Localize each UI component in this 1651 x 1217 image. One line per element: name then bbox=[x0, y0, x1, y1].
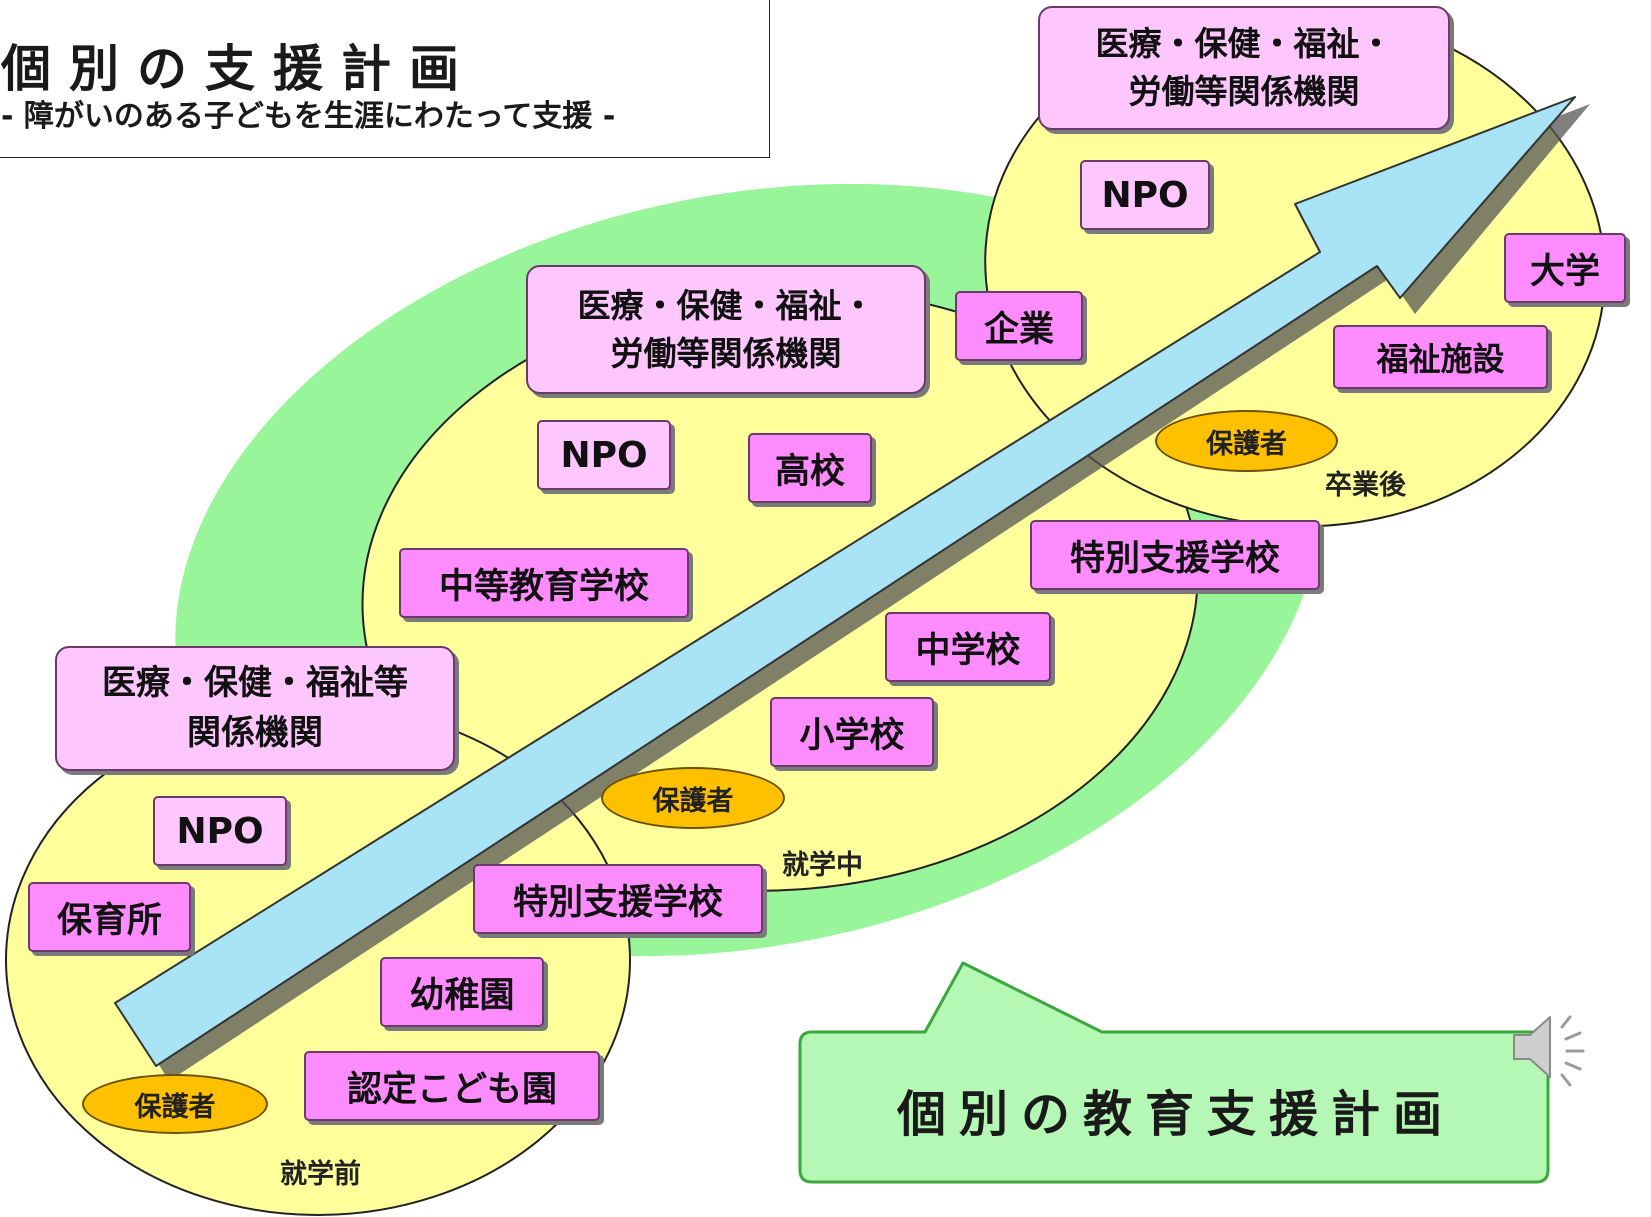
plan-callout bbox=[798, 961, 1550, 1184]
graduate-npo-box: NPO bbox=[1080, 160, 1210, 230]
preschool-special-school-box: 特別支援学校 bbox=[473, 864, 763, 934]
school-npo-box: NPO bbox=[537, 420, 671, 490]
junior-high-box: 中学校 bbox=[885, 612, 1051, 682]
progress-arrow bbox=[114, 96, 1576, 1067]
high-school-box: 高校 bbox=[748, 433, 872, 503]
graduate-org-line1: 医療・保健・福祉・ bbox=[1095, 24, 1393, 64]
preschool-org-line1: 医療・保健・福祉等 bbox=[102, 663, 408, 704]
speaker-icon[interactable] bbox=[1510, 1005, 1592, 1089]
graduate-org-line2: 労働等関係機関 bbox=[1128, 72, 1360, 111]
school-org-line1: 医療・保健・福祉・ bbox=[577, 285, 875, 325]
secondary-school-box: 中等教育学校 bbox=[399, 548, 689, 618]
preschool-guardian-ellipse: 保護者 bbox=[82, 1074, 268, 1134]
kindergarten-box: 幼稚園 bbox=[380, 957, 544, 1027]
nursery-box: 保育所 bbox=[28, 882, 191, 952]
graduate-stage-label: 卒業後 bbox=[1325, 470, 1406, 501]
page-subtitle: - 障がいのある子どもを生涯にわたって支援 - bbox=[1, 99, 616, 134]
title-box: 個別の支援計画 - 障がいのある子どもを生涯にわたって支援 - bbox=[0, 0, 770, 158]
university-box: 大学 bbox=[1504, 233, 1626, 303]
welfare-facility-box: 福祉施設 bbox=[1333, 325, 1548, 389]
preschool-stage-label: 就学前 bbox=[280, 1159, 361, 1190]
preschool-org-line2: 関係機関 bbox=[187, 712, 323, 753]
school-org-box: 医療・保健・福祉・ 労働等関係機関 bbox=[526, 265, 926, 394]
graduate-guardian-ellipse: 保護者 bbox=[1155, 410, 1338, 472]
page-title: 個別の支援計画 bbox=[1, 40, 477, 98]
certified-center-box: 認定こども園 bbox=[304, 1051, 600, 1121]
elementary-box: 小学校 bbox=[770, 697, 934, 767]
company-box: 企業 bbox=[955, 291, 1083, 361]
preschool-npo-box: NPO bbox=[153, 796, 287, 866]
school-guardian-ellipse: 保護者 bbox=[601, 767, 785, 829]
graduate-org-box: 医療・保健・福祉・ 労働等関係機関 bbox=[1038, 6, 1450, 130]
school-stage-label: 就学中 bbox=[782, 850, 863, 881]
preschool-org-box: 医療・保健・福祉等 関係機関 bbox=[55, 646, 455, 771]
education-plan-label: 個別の教育支援計画 bbox=[896, 1086, 1455, 1143]
school-special-school-box: 特別支援学校 bbox=[1030, 520, 1320, 590]
school-org-line2: 労働等関係機関 bbox=[610, 333, 842, 373]
